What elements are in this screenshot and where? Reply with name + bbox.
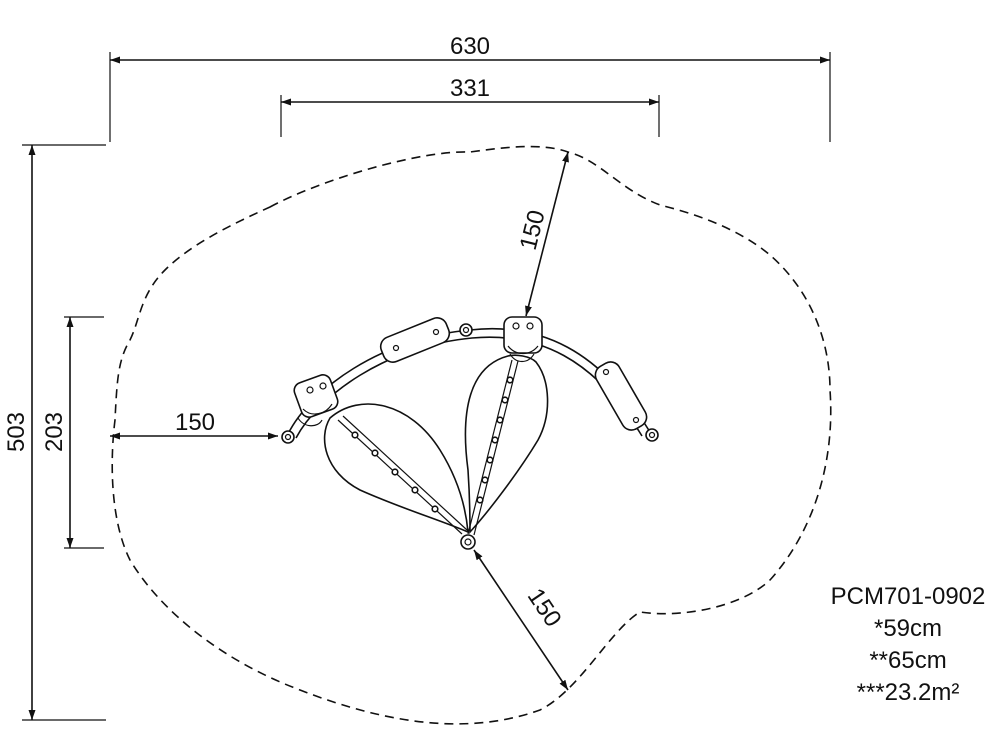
seat-pad-upper [379,317,451,363]
clearance-left-label: 150 [175,409,215,436]
seesaw-equipment [281,316,659,550]
frame-end-cap-right [645,428,659,442]
equipment-depth-label: 203 [41,412,68,452]
overall-depth-label: 503 [3,412,30,452]
center-hinge [459,323,473,337]
clearance-top-label: 150 [515,207,551,252]
safety-zone-outline [111,145,832,725]
model-number: PCM701-0902 [831,583,986,610]
seat-pad-right [594,361,648,431]
dimension-overall-depth: 503 [3,144,106,721]
overall-width-label: 630 [450,33,490,60]
dimension-clearance-top: 150 [515,151,569,317]
ground-anchor [460,534,476,550]
dimension-clearance-left: 150 [110,409,278,440]
seat-unit-upper [503,316,543,363]
seat-unit-left [293,374,339,427]
dimension-equipment-depth: 203 [41,316,104,549]
equipment-width-label: 331 [450,75,490,102]
dimension-equipment-width: 331 [280,75,660,137]
area-note: ***23.2m² [857,679,960,706]
dimension-clearance-bottom: 150 [473,549,569,691]
chain-beads [351,376,514,513]
free-height-note: *59cm [874,615,942,642]
clearance-bottom-label: 150 [522,584,567,632]
hammock-left [323,403,469,534]
fall-height-note: **65cm [869,647,946,674]
dimension-overall-width: 630 [109,33,831,142]
product-info: PCM701-0902 *59cm **65cm ***23.2m² [831,583,986,706]
frame-end-cap-left [281,430,295,444]
hammock-upper [464,354,549,535]
